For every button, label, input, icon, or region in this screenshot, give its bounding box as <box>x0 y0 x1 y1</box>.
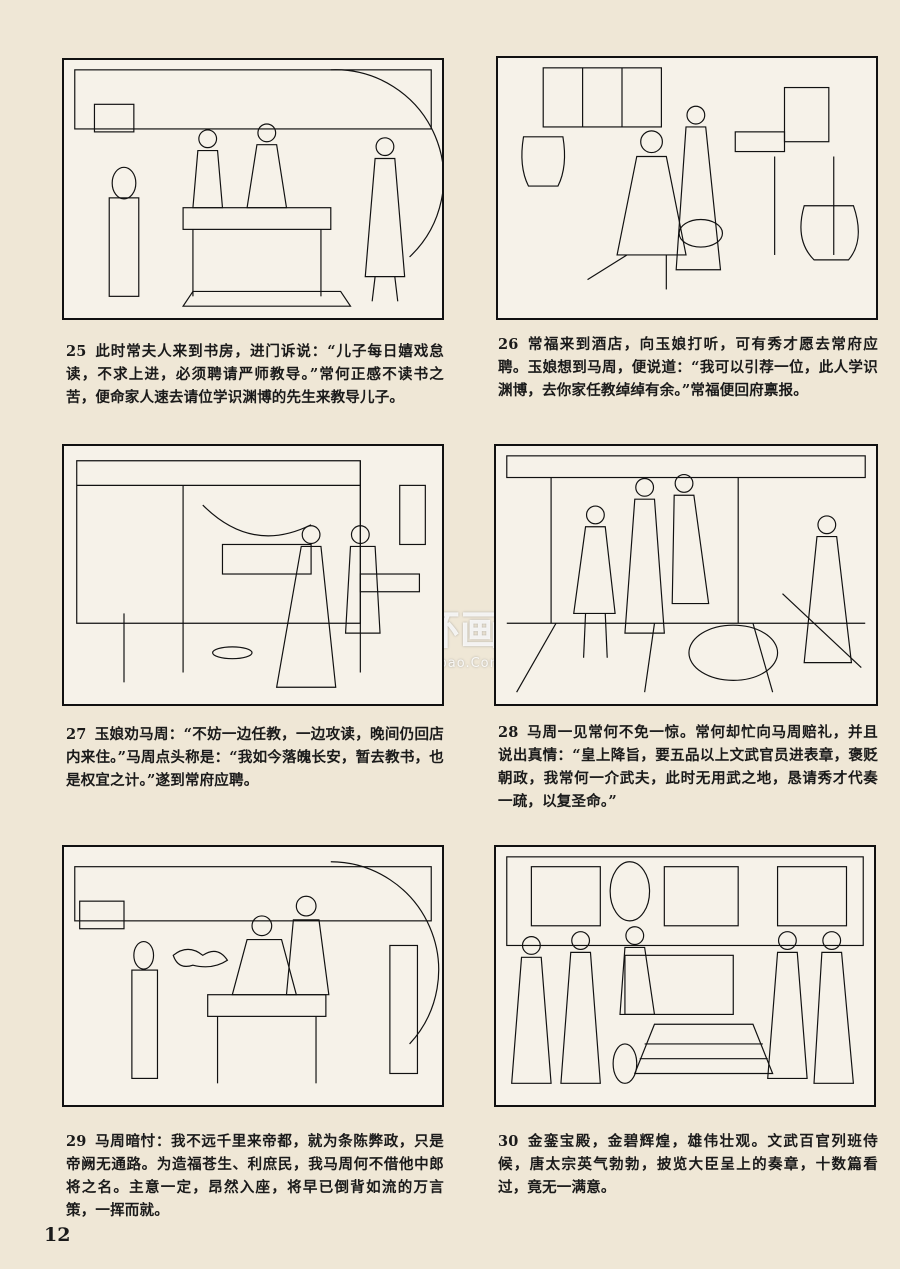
caption-text: 此时常夫人来到书房，进门诉说：“儿子每日嬉戏怠读，不求上进，必须聘请严师教导。”… <box>66 343 444 406</box>
caption-text: 常福来到酒店，向玉娘打听，可有秀才愿去常府应聘。玉娘想到马周，便说道：“我可以引… <box>498 336 878 399</box>
caption-text: 马周一见常何不免一惊。常何却忙向马周赔礼，并且说出真情：“皇上降旨，要五品以上文… <box>498 724 878 810</box>
study-room-scene-illustration <box>74 69 442 307</box>
wine-shop-scene-illustration <box>521 67 859 290</box>
panel-number: 29 <box>66 1133 87 1150</box>
caption-text: 玉娘劝马周：“不妨一边任教，一边攻读，晚间仍回店内来住。”马周点头称是：“我如今… <box>66 726 444 789</box>
illustration-panel-25 <box>62 58 444 320</box>
panel-number: 26 <box>498 336 519 353</box>
illustration-panel-30 <box>494 845 876 1107</box>
illustration-panel-28 <box>494 444 878 706</box>
panel-number: 28 <box>498 724 519 741</box>
page-number: 12 <box>44 1224 71 1246</box>
caption-text: 马周暗忖：我不远千里来帝都，就为条陈弊政，只是帝阙无通路。为造福苍生、利庶民，我… <box>66 1133 444 1219</box>
panel-number: 30 <box>498 1133 519 1150</box>
panel-number: 25 <box>66 343 87 360</box>
writing-memorial-scene-illustration <box>74 861 440 1084</box>
illustration-panel-29 <box>62 845 444 1107</box>
imperial-hall-scene-illustration <box>506 856 864 1084</box>
illustration-panel-26 <box>496 56 878 320</box>
illustration-panel-27 <box>62 444 444 706</box>
panel-number: 27 <box>66 726 87 743</box>
hall-meeting-scene-illustration <box>506 455 866 693</box>
bedroom-scene-illustration <box>76 460 426 688</box>
caption-text: 金銮宝殿，金碧辉煌，雄伟壮观。文武百官列班侍候，唐太宗英气勃勃，披览大臣呈上的奏… <box>498 1133 878 1196</box>
